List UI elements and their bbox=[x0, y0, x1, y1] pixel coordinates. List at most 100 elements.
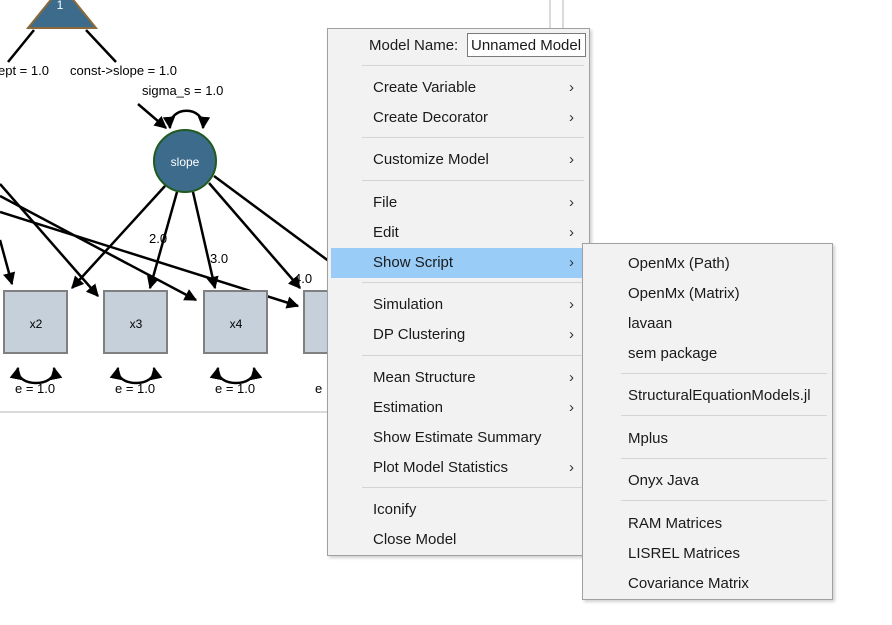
submenu-item-label: StructuralEquationModels.jl bbox=[628, 387, 811, 404]
loading-label-x3: 2.0 bbox=[149, 231, 167, 246]
menu-item-customize-model[interactable]: Customize Model › bbox=[331, 145, 586, 175]
loading-label-x5: 4.0 bbox=[294, 271, 312, 286]
error-loop-x4[interactable] bbox=[209, 366, 263, 385]
indicator-x3-label: x3 bbox=[130, 317, 143, 331]
error-label-x5: e bbox=[315, 381, 322, 396]
chevron-right-icon: › bbox=[569, 151, 574, 168]
submenu-item-sem-package[interactable]: sem package bbox=[586, 339, 829, 369]
model-context-menu: Model Name: Create Variable › Create Dec… bbox=[327, 28, 590, 556]
chevron-right-icon: › bbox=[569, 399, 574, 416]
submenu-item-label: Covariance Matrix bbox=[628, 575, 749, 592]
path-const-slope[interactable] bbox=[85, 29, 117, 63]
path-slope-x6[interactable] bbox=[213, 174, 331, 264]
submenu-item-label: RAM Matrices bbox=[628, 515, 723, 532]
submenu-separator bbox=[621, 458, 827, 459]
loading-label-x4: 3.0 bbox=[210, 251, 228, 266]
submenu-item-label: OpenMx (Path) bbox=[628, 255, 730, 272]
submenu-item-openmx-path[interactable]: OpenMx (Path) bbox=[586, 249, 829, 279]
menu-item-label: Estimation bbox=[373, 399, 444, 416]
menu-item-dp-clustering[interactable]: DP Clustering › bbox=[331, 320, 586, 350]
menu-item-label: DP Clustering bbox=[373, 326, 466, 343]
path-label-const-intercept: ept = 1.0 bbox=[0, 63, 49, 78]
indicator-x4[interactable] bbox=[203, 290, 268, 354]
constant-triangle-node[interactable] bbox=[25, 0, 99, 29]
menu-item-show-estimate-summary[interactable]: Show Estimate Summary bbox=[331, 423, 586, 453]
chevron-right-icon: › bbox=[569, 326, 574, 343]
path-label-sigma-s: sigma_s = 1.0 bbox=[142, 83, 223, 98]
error-loop-x2[interactable] bbox=[9, 366, 63, 385]
menu-item-label: Mean Structure bbox=[373, 369, 476, 386]
menu-item-estimation[interactable]: Estimation › bbox=[331, 393, 586, 423]
submenu-item-label: LISREL Matrices bbox=[628, 545, 740, 562]
submenu-separator bbox=[621, 500, 827, 501]
path-intercept-x1[interactable] bbox=[0, 239, 16, 286]
submenu-item-lavaan[interactable]: lavaan bbox=[586, 309, 829, 339]
chevron-right-icon: › bbox=[569, 224, 574, 241]
submenu-item-label: sem package bbox=[628, 345, 718, 362]
menu-item-simulation[interactable]: Simulation › bbox=[331, 290, 586, 320]
submenu-item-label: OpenMx (Matrix) bbox=[628, 285, 740, 302]
menu-separator bbox=[362, 355, 584, 356]
menu-item-label: Edit bbox=[373, 224, 399, 241]
submenu-item-ram-matrices[interactable]: RAM Matrices bbox=[586, 509, 829, 539]
path-slope-x2[interactable] bbox=[71, 185, 166, 289]
menu-separator bbox=[362, 487, 584, 488]
constant-node-label: 1 bbox=[57, 0, 64, 12]
chevron-right-icon: › bbox=[569, 369, 574, 386]
menu-item-close-model[interactable]: Close Model bbox=[331, 525, 586, 555]
submenu-separator bbox=[621, 373, 827, 374]
menu-item-plot-model-statistics[interactable]: Plot Model Statistics › bbox=[331, 453, 586, 483]
submenu-item-openmx-matrix[interactable]: OpenMx (Matrix) bbox=[586, 279, 829, 309]
menu-item-label: Plot Model Statistics bbox=[373, 459, 509, 476]
menu-item-label: Simulation bbox=[373, 296, 444, 313]
menu-separator bbox=[362, 137, 584, 138]
error-label-x4: e = 1.0 bbox=[215, 381, 255, 396]
indicator-x2[interactable] bbox=[3, 290, 68, 354]
menu-separator bbox=[362, 65, 584, 66]
chevron-right-icon: › bbox=[569, 194, 574, 211]
menu-item-mean-structure[interactable]: Mean Structure › bbox=[331, 363, 586, 393]
menu-item-show-script[interactable]: Show Script › bbox=[331, 248, 586, 278]
menu-separator bbox=[362, 282, 584, 283]
path-slope-x5[interactable] bbox=[208, 182, 301, 289]
menu-item-label: Iconify bbox=[373, 501, 417, 518]
menu-item-create-variable[interactable]: Create Variable › bbox=[331, 73, 586, 103]
menu-item-label: File bbox=[373, 194, 398, 211]
submenu-item-structuralequationmodels-jl[interactable]: StructuralEquationModels.jl bbox=[586, 381, 829, 411]
menu-item-label: Close Model bbox=[373, 531, 457, 548]
submenu-item-onyx-java[interactable]: Onyx Java bbox=[586, 466, 829, 496]
submenu-separator bbox=[621, 415, 827, 416]
slope-variance-loop[interactable] bbox=[162, 109, 211, 130]
chevron-right-icon: › bbox=[569, 109, 574, 126]
path-const-intercept[interactable] bbox=[7, 29, 35, 63]
error-label-x2: e = 1.0 bbox=[15, 381, 55, 396]
indicator-x4-label: x4 bbox=[230, 317, 243, 331]
chevron-right-icon: › bbox=[569, 79, 574, 96]
menu-item-create-decorator[interactable]: Create Decorator › bbox=[331, 103, 586, 133]
menu-item-iconify[interactable]: Iconify bbox=[331, 495, 586, 525]
submenu-item-label: Mplus bbox=[628, 430, 669, 447]
menu-item-file[interactable]: File › bbox=[331, 188, 586, 218]
model-name-field[interactable] bbox=[467, 33, 586, 57]
slope-latent-node[interactable] bbox=[153, 129, 217, 193]
menu-item-edit[interactable]: Edit › bbox=[331, 218, 586, 248]
path-intercept-x3[interactable] bbox=[0, 194, 198, 302]
submenu-item-label: Onyx Java bbox=[628, 472, 699, 489]
indicator-x2-label: x2 bbox=[30, 317, 43, 331]
chevron-right-icon: › bbox=[569, 254, 574, 271]
submenu-item-lisrel-matrices[interactable]: LISREL Matrices bbox=[586, 539, 829, 569]
path-label-const-slope: const->slope = 1.0 bbox=[70, 63, 177, 78]
path-const-slope-lower[interactable] bbox=[137, 103, 167, 129]
menu-item-label: Create Decorator bbox=[373, 109, 489, 126]
path-slope-x4[interactable] bbox=[191, 191, 219, 290]
submenu-item-label: lavaan bbox=[628, 315, 673, 332]
error-loop-x3[interactable] bbox=[109, 366, 163, 385]
path-slope-x3[interactable] bbox=[147, 191, 179, 290]
menu-item-label: Show Estimate Summary bbox=[373, 429, 542, 446]
menu-item-label: Show Script bbox=[373, 254, 454, 271]
indicator-x3[interactable] bbox=[103, 290, 168, 354]
chevron-right-icon: › bbox=[569, 296, 574, 313]
submenu-item-covariance-matrix[interactable]: Covariance Matrix bbox=[586, 569, 829, 599]
submenu-item-mplus[interactable]: Mplus bbox=[586, 424, 829, 454]
